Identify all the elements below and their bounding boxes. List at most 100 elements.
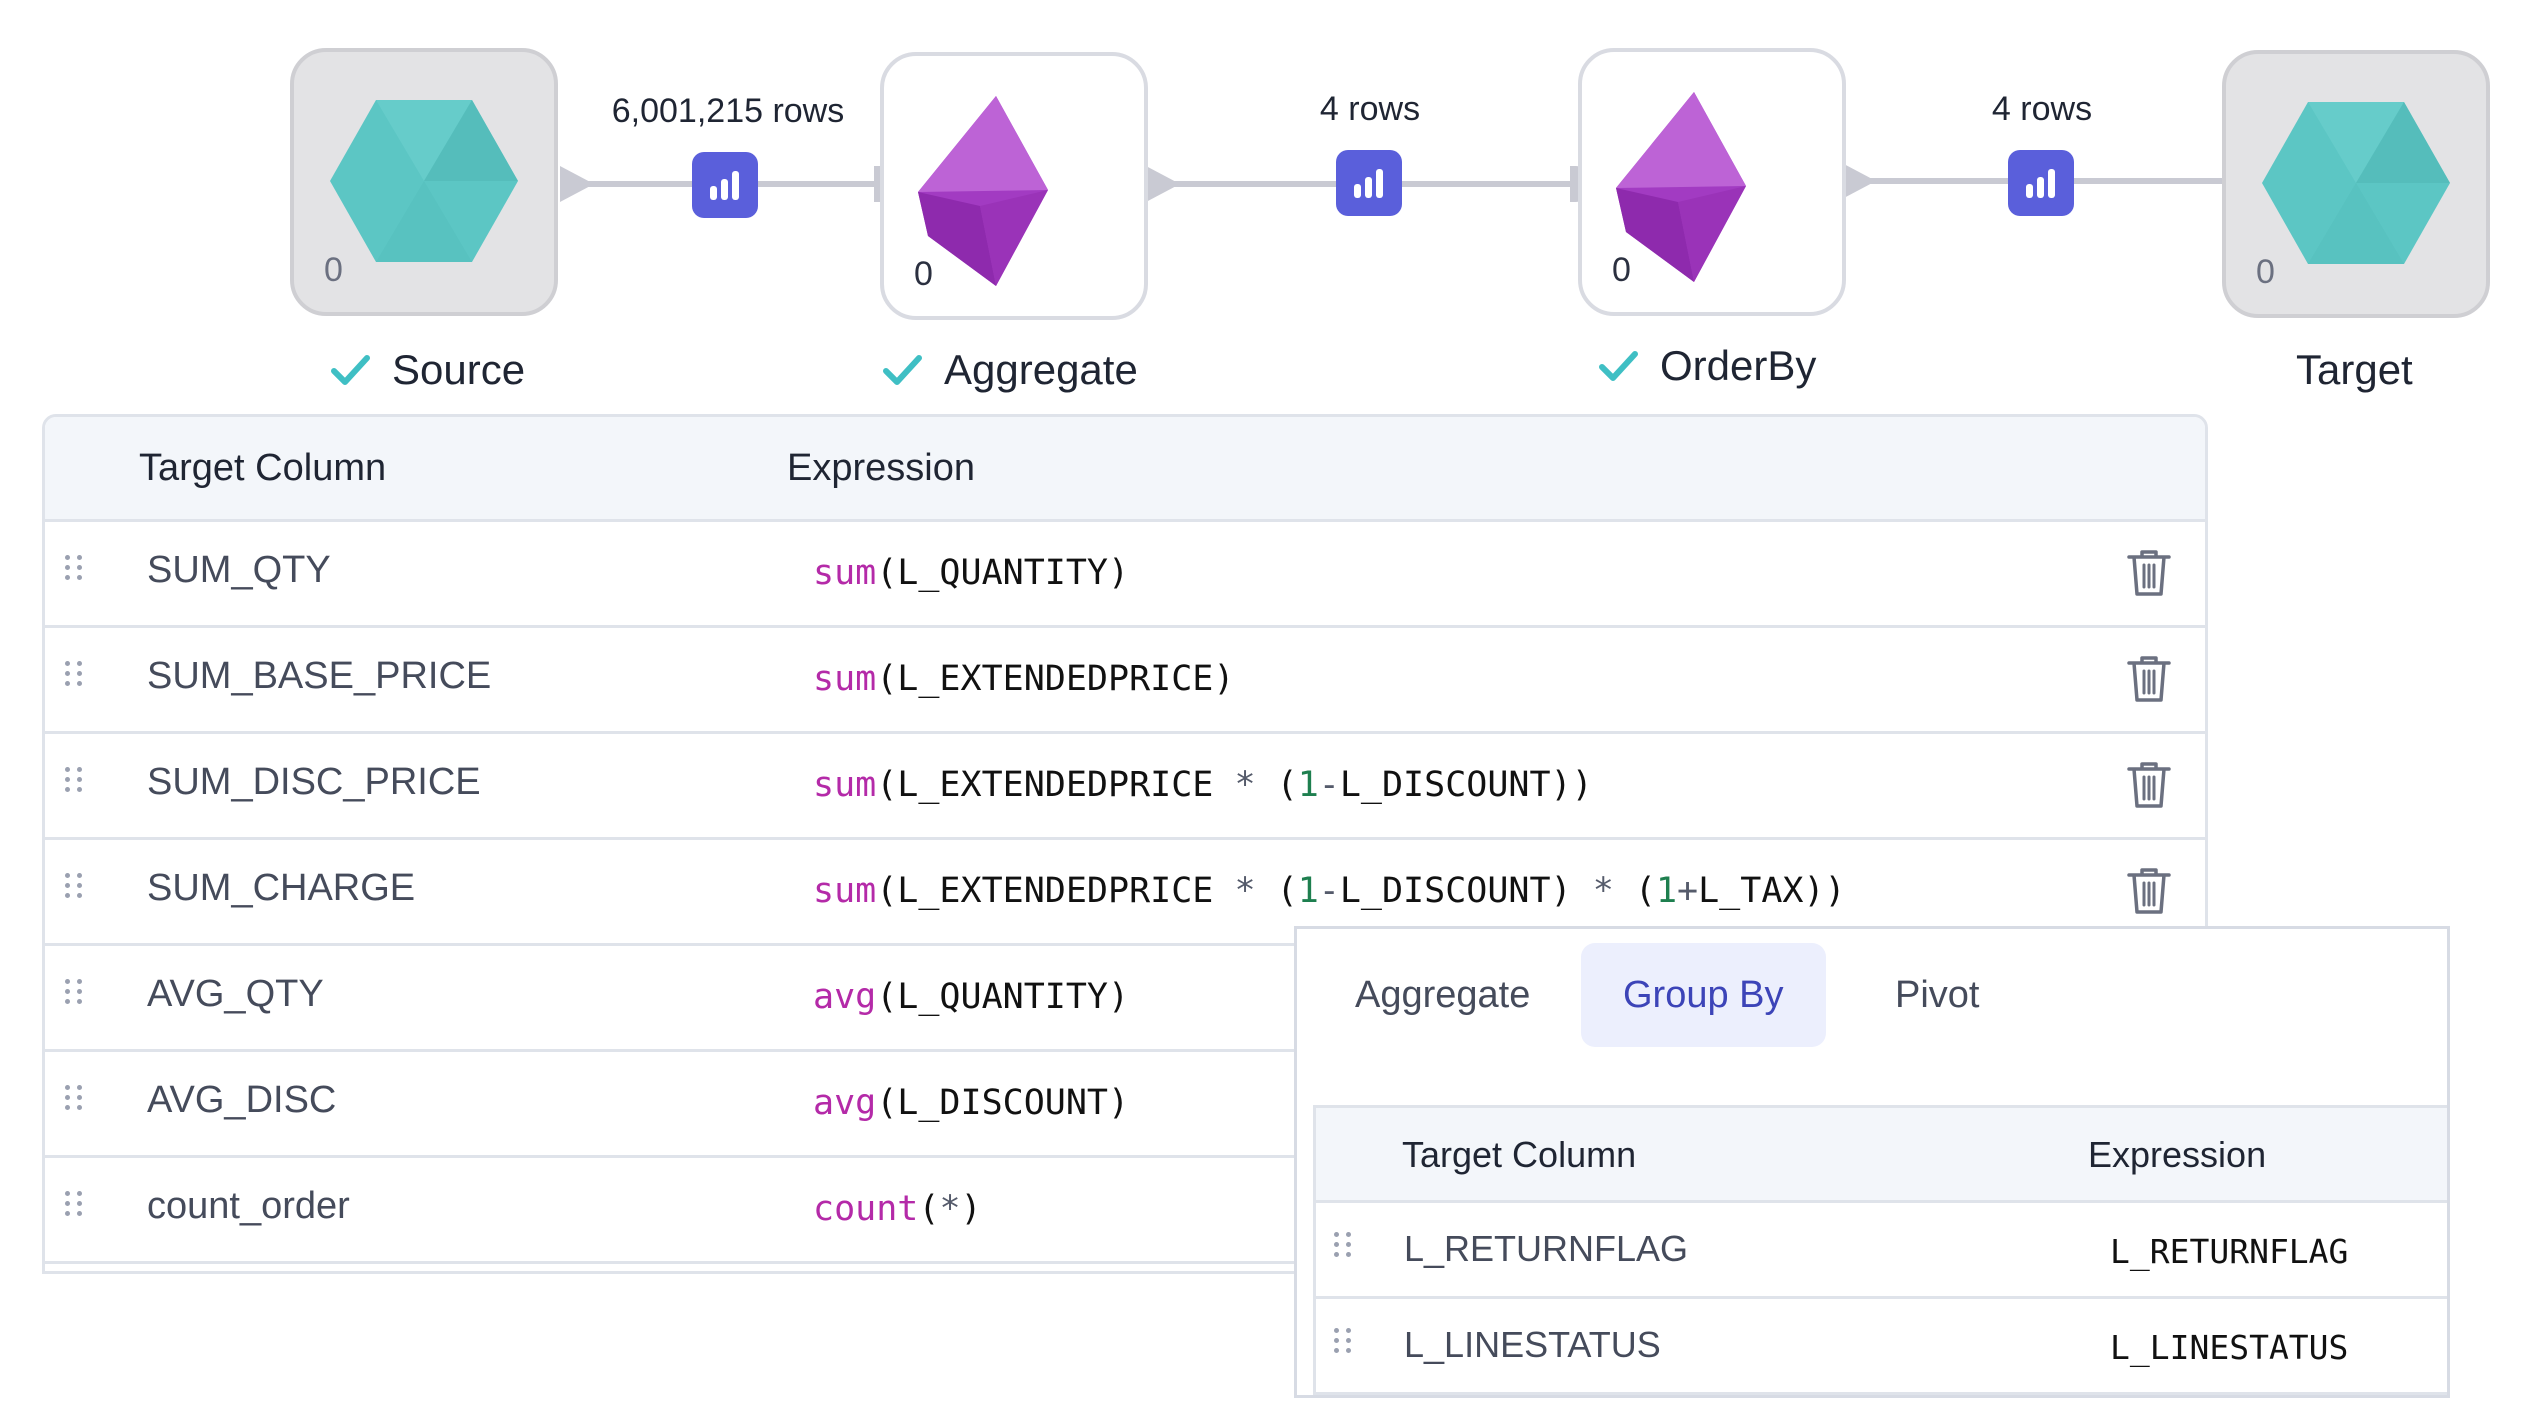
expression-token: ( (1613, 871, 1656, 911)
trash-icon[interactable] (2125, 653, 2173, 705)
expression-token: ) (960, 1189, 982, 1229)
row-target-column[interactable]: AVG_QTY (147, 973, 324, 1015)
groupby-popover: Aggregate Group By Pivot Target Column E… (1294, 926, 2450, 1398)
row-expression[interactable]: sum(L_EXTENDEDPRICE) (813, 659, 1234, 699)
node-label-text: Source (392, 346, 526, 393)
expression-token: L_DISCOUNT) (1339, 871, 1593, 911)
node-label-source: Source (330, 346, 525, 394)
expression-token: + (1677, 871, 1699, 911)
table-row[interactable]: SUM_QTY sum(L_QUANTITY) (45, 519, 2205, 628)
tab-aggregate[interactable]: Aggregate (1355, 974, 1531, 1016)
node-label-target: Target (2296, 346, 2413, 394)
node-label-text: OrderBy (1660, 342, 1817, 389)
bar-chart-icon (2026, 169, 2055, 198)
check-icon (883, 355, 922, 385)
gem-icon (1616, 92, 1746, 282)
expression-token: count (813, 1189, 919, 1229)
expression-token: avg (813, 977, 877, 1017)
expression-token: ( (1255, 871, 1298, 911)
header-expression: Expression (787, 447, 975, 489)
groupby-table: Target Column Expression L_RETURNFLAG L_… (1313, 1105, 2447, 1395)
expression-token: - (1318, 871, 1340, 911)
node-count: 0 (324, 251, 343, 289)
connector-arrow (1146, 166, 1180, 202)
row-expression[interactable]: sum(L_EXTENDEDPRICE * (1-L_DISCOUNT)) (813, 765, 1593, 805)
expression-token: sum (813, 765, 877, 805)
connector-arrow (1842, 163, 1876, 199)
drag-handle-icon[interactable] (65, 1085, 87, 1121)
hexagon-icon (330, 100, 518, 262)
check-icon (331, 355, 370, 385)
table-header: Target Column Expression (1316, 1108, 2447, 1203)
drag-handle-icon[interactable] (65, 873, 87, 909)
row-expression[interactable]: L_LINESTATUS (2110, 1328, 2349, 1367)
tab-pivot[interactable]: Pivot (1895, 974, 1980, 1016)
expression-token: L_TAX)) (1698, 871, 1846, 911)
row-target-column[interactable]: SUM_DISC_PRICE (147, 761, 481, 803)
hexagon-icon (2262, 102, 2450, 264)
row-expression[interactable]: sum(L_EXTENDEDPRICE * (1-L_DISCOUNT) * (… (813, 871, 1846, 911)
check-icon (1599, 351, 1638, 381)
row-expression[interactable]: count(*) (813, 1189, 982, 1229)
drag-handle-icon[interactable] (65, 979, 87, 1015)
node-label-orderby: OrderBy (1598, 342, 1816, 390)
table-row[interactable]: L_LINESTATUS L_LINESTATUS (1316, 1296, 2447, 1395)
node-count: 0 (2256, 253, 2275, 291)
row-expression[interactable]: sum(L_QUANTITY) (813, 553, 1129, 593)
node-target[interactable]: 0 (2222, 50, 2490, 318)
bar-chart-icon (710, 171, 739, 200)
table-row[interactable]: SUM_BASE_PRICE sum(L_EXTENDEDPRICE) (45, 625, 2205, 734)
header-target-column: Target Column (139, 447, 387, 489)
expression-token: (L_EXTENDEDPRICE (876, 765, 1235, 805)
row-target-column[interactable]: count_order (147, 1185, 350, 1227)
row-expression[interactable]: avg(L_DISCOUNT) (813, 1083, 1129, 1123)
row-expression[interactable]: avg(L_QUANTITY) (813, 977, 1129, 1017)
expression-token: * (1592, 871, 1614, 911)
node-source[interactable]: 0 (290, 48, 558, 316)
expression-token: 1 (1297, 765, 1319, 805)
row-target-column[interactable]: L_LINESTATUS (1404, 1324, 1661, 1365)
trash-icon[interactable] (2125, 759, 2173, 811)
gem-icon (918, 96, 1048, 286)
drag-handle-icon[interactable] (65, 555, 87, 591)
node-label-aggregate: Aggregate (882, 346, 1138, 394)
node-aggregate[interactable]: 0 (880, 52, 1148, 320)
row-expression[interactable]: L_RETURNFLAG (2110, 1232, 2349, 1271)
drag-handle-icon[interactable] (65, 767, 87, 803)
link-stats-button[interactable] (692, 152, 758, 218)
row-target-column[interactable]: SUM_QTY (147, 549, 331, 591)
header-expression: Expression (2088, 1134, 2267, 1175)
link-stats-button[interactable] (1336, 150, 1402, 216)
expression-token: (L_DISCOUNT) (876, 1083, 1130, 1123)
row-target-column[interactable]: SUM_BASE_PRICE (147, 655, 492, 697)
link-rows-label: 6,001,215 rows (611, 92, 845, 130)
drag-handle-icon[interactable] (1334, 1328, 1356, 1364)
drag-handle-icon[interactable] (65, 1191, 87, 1227)
link-stats-button[interactable] (2008, 150, 2074, 216)
table-row[interactable]: L_RETURNFLAG L_RETURNFLAG (1316, 1200, 2447, 1299)
trash-icon[interactable] (2125, 865, 2173, 917)
link-rows-label: 4 rows (1319, 90, 1421, 128)
expression-token: 1 (1655, 871, 1678, 911)
bar-chart-icon (1354, 169, 1383, 198)
expression-token: sum (813, 659, 877, 699)
row-target-column[interactable]: L_RETURNFLAG (1404, 1228, 1689, 1269)
expression-token: (L_QUANTITY) (876, 553, 1130, 593)
expression-token: (L_QUANTITY) (876, 977, 1130, 1017)
node-label-text: Aggregate (944, 346, 1138, 393)
expression-token: (L_EXTENDEDPRICE) (876, 659, 1235, 699)
node-orderby[interactable]: 0 (1578, 48, 1846, 316)
drag-handle-icon[interactable] (65, 661, 87, 697)
trash-icon[interactable] (2125, 547, 2173, 599)
table-row[interactable]: SUM_DISC_PRICE sum(L_EXTENDEDPRICE * (1-L… (45, 731, 2205, 840)
table-row[interactable]: AVG_QTY avg(L_QUANTITY) (45, 943, 2205, 1052)
expression-token: - (1318, 765, 1340, 805)
drag-handle-icon[interactable] (1334, 1232, 1356, 1268)
row-target-column[interactable]: AVG_DISC (147, 1079, 337, 1121)
row-target-column[interactable]: SUM_CHARGE (147, 867, 416, 909)
node-count: 0 (1612, 251, 1631, 289)
tab-group-by[interactable]: Group By (1581, 943, 1826, 1047)
expression-token: * (939, 1189, 961, 1229)
header-target-column: Target Column (1402, 1134, 1637, 1175)
